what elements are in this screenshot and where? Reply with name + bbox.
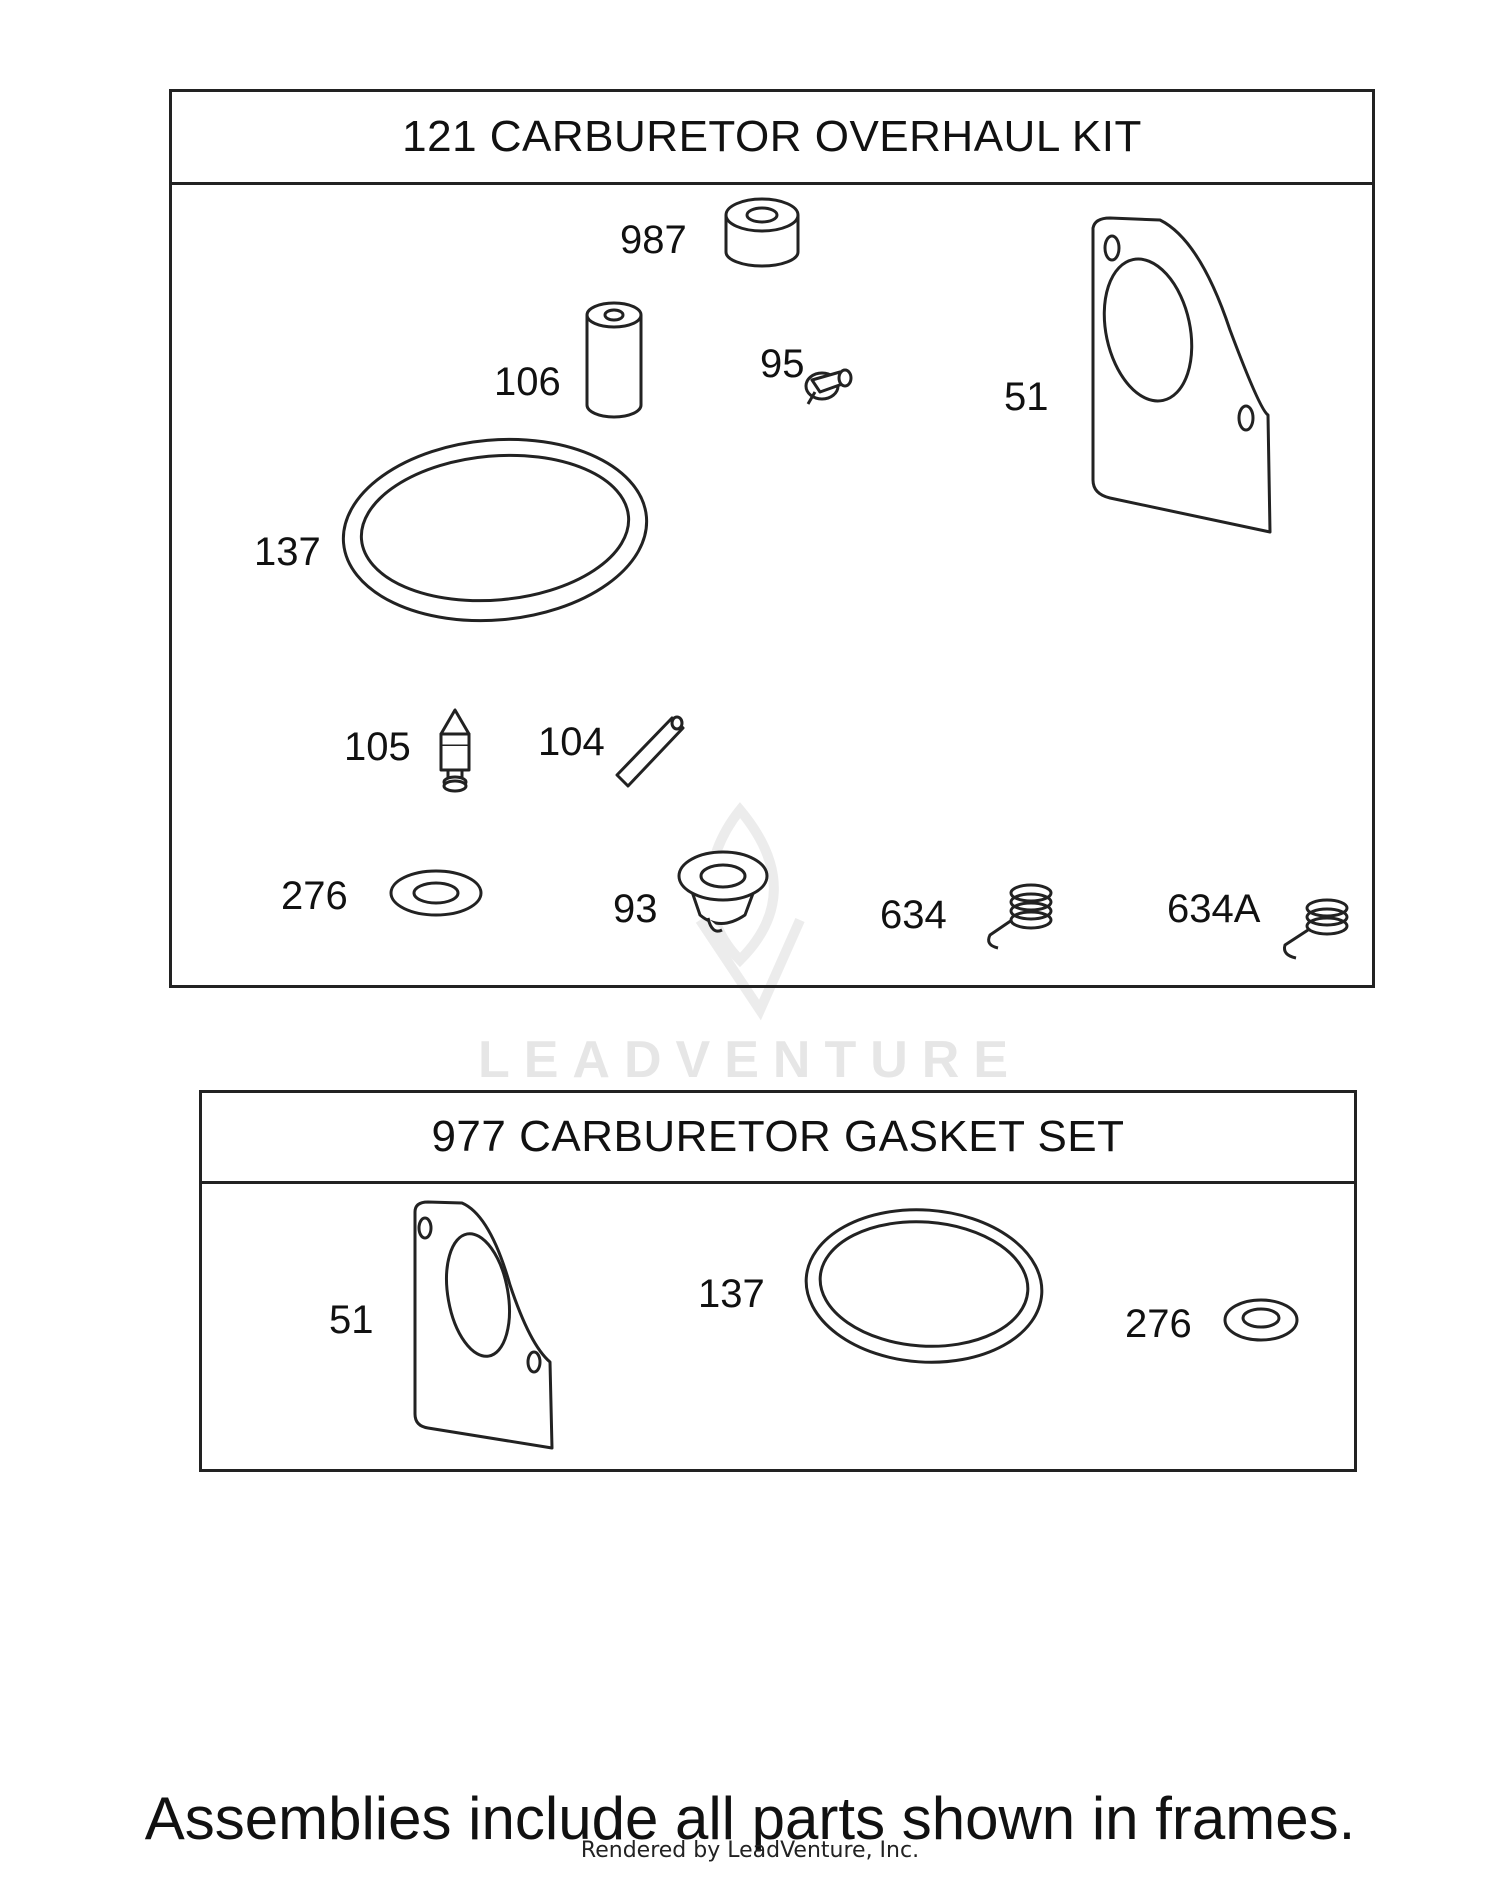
gasket-set-part-137 — [804, 1208, 1044, 1364]
part-93-seat — [677, 850, 769, 933]
callout-93: 93 — [613, 887, 658, 931]
callout-106: 106 — [494, 360, 561, 404]
gasket-set-title: 977 CARBURETOR GASKET SET — [202, 1093, 1354, 1184]
gasket-set-frame: 977 CARBURETOR GASKET SET — [199, 1090, 1357, 1472]
assemblies-note: Assemblies include all parts shown in fr… — [144, 1785, 1356, 1852]
part-104-pin — [615, 715, 685, 788]
callout-105: 105 — [344, 725, 411, 769]
part-987-bushing — [724, 197, 800, 268]
callout-634: 634 — [880, 893, 947, 937]
callout-gasket-51: 51 — [329, 1298, 374, 1342]
overhaul-kit-frame: 121 CARBURETOR OVERHAUL KIT — [169, 89, 1375, 988]
watermark-text: LEADVENTURE — [477, 1031, 1023, 1089]
part-634-spring — [987, 883, 1053, 950]
callout-51: 51 — [1004, 375, 1049, 419]
overhaul-kit-title: 121 CARBURETOR OVERHAUL KIT — [172, 92, 1372, 185]
callout-137: 137 — [254, 530, 321, 574]
callout-276: 276 — [281, 874, 348, 918]
callout-95: 95 — [760, 342, 805, 386]
callout-634a: 634A — [1167, 887, 1261, 931]
part-51-gasket — [1091, 216, 1272, 534]
callout-104: 104 — [538, 720, 605, 764]
part-106-cylinder — [585, 301, 643, 419]
callout-gasket-276: 276 — [1125, 1302, 1192, 1346]
part-137-ring — [341, 437, 649, 623]
gasket-set-part-51 — [413, 1200, 554, 1450]
part-95-screw — [804, 368, 853, 405]
part-634a-spring — [1283, 898, 1349, 960]
callout-gasket-137: 137 — [698, 1272, 765, 1316]
callout-987: 987 — [620, 218, 687, 262]
render-credit: Rendered by LeadVenture, Inc. — [580, 1838, 920, 1863]
part-276-washer — [389, 869, 483, 917]
part-105-needle — [439, 708, 471, 793]
gasket-set-part-276 — [1223, 1298, 1299, 1342]
